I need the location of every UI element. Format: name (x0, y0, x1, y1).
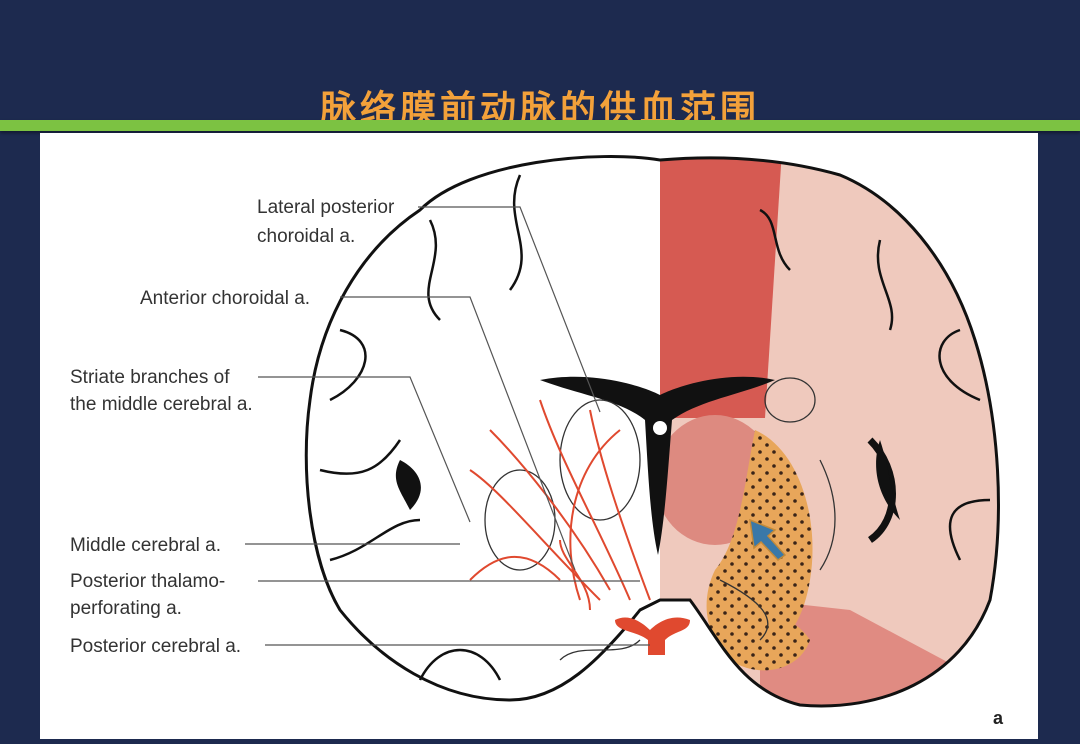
accent-bar (0, 120, 1080, 131)
label-lateral-posterior-choroidal-line2: choroidal a. (257, 226, 355, 247)
label-middle-cerebral: Middle cerebral a. (70, 535, 221, 556)
right-hemisphere-territories (660, 156, 999, 706)
label-anterior-choroidal: Anterior choroidal a. (140, 288, 310, 309)
posterior-cerebral-artery-shape (615, 617, 690, 655)
label-striate-branches-line1: Striate branches of (70, 367, 230, 388)
arteries (469, 399, 651, 611)
leader-lines (245, 206, 650, 646)
territory-dark-strip (660, 156, 782, 418)
slide-title: 脉络膜前动脉的供血范围 (319, 89, 760, 122)
label-posterior-thalamoperforating-line1: Posterior thalamo- (70, 571, 225, 592)
hippocampal-territory (710, 606, 810, 671)
label-posterior-cerebral: Posterior cerebral a. (70, 636, 241, 657)
label-striate-branches-line2: the middle cerebral a. (70, 394, 253, 415)
ventricles (395, 376, 900, 555)
panel-tag: a (993, 708, 1004, 728)
label-lateral-posterior-choroidal-line1: Lateral posterior (257, 197, 395, 218)
blue-arrow-icon (749, 518, 787, 561)
label-posterior-thalamoperforating-line2: perforating a. (70, 598, 182, 619)
